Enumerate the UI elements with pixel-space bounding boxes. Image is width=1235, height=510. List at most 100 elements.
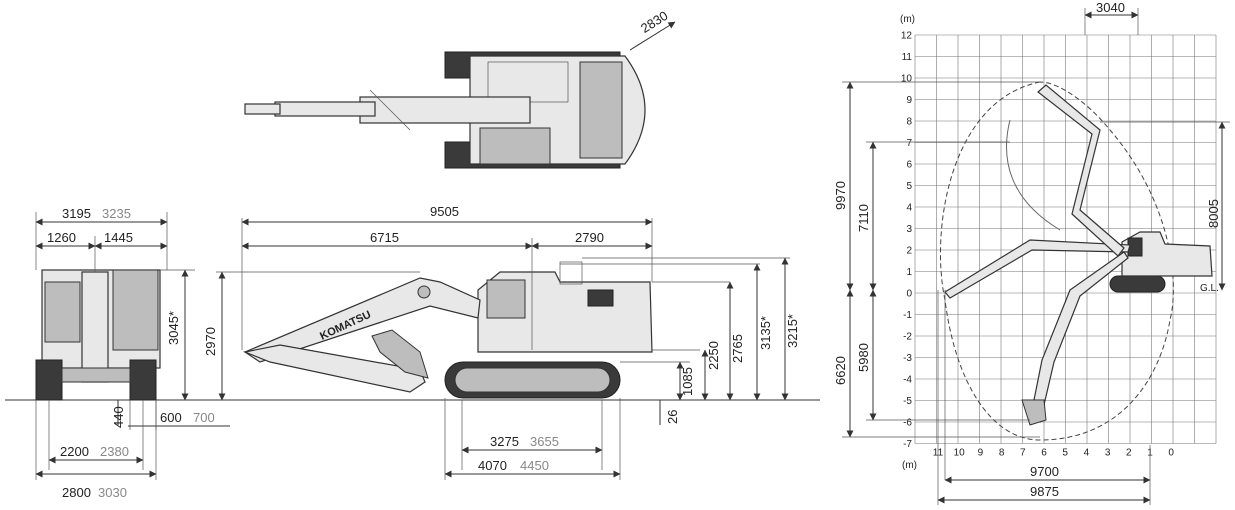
y-tick-label: -2	[903, 332, 912, 343]
y-tick-label: -4	[903, 375, 912, 386]
front-shoe-offset: 440	[111, 406, 126, 428]
x-tick-label: 6	[1041, 448, 1047, 459]
x-tick-label: 8	[999, 448, 1005, 459]
side-cab-height: 2765	[730, 334, 745, 363]
x-tick-label: 0	[1168, 448, 1174, 459]
x-tick-label: 7	[1020, 448, 1026, 459]
top-cylinder	[369, 89, 411, 131]
y-tick-label: -1	[903, 310, 912, 321]
side-height-2970: 2970	[203, 327, 218, 356]
x-tick-label: 3	[1105, 448, 1111, 459]
y-tick-label: -6	[903, 418, 912, 429]
front-counterweight	[44, 281, 81, 343]
y-tick-label: 3	[906, 224, 912, 235]
side-arm	[242, 344, 426, 393]
front-overall-width-alt: 3235	[102, 206, 131, 221]
side-view: KOMATSU 9505 6715 2790 2970 1085 2250 27…	[203, 204, 820, 480]
y-tick-label: 6	[906, 160, 912, 171]
working-range-unit-top: (m)	[900, 14, 915, 25]
wr-upper-structure	[1121, 231, 1213, 277]
front-undercarriage	[61, 367, 131, 383]
front-gauge: 2200	[60, 444, 89, 459]
top-swing-dim: 2830	[638, 8, 670, 36]
y-tick-label: 11	[902, 52, 913, 63]
wr-ground-label: G.L.	[1200, 283, 1219, 294]
x-tick-label: 10	[954, 448, 966, 459]
front-shoe-width-alt: 700	[193, 410, 215, 425]
x-tick-label: 9	[978, 448, 984, 459]
x-tick-label: 2	[1126, 448, 1132, 459]
side-height-3135: 3135*	[758, 316, 773, 350]
y-tick-label: -7	[903, 439, 912, 450]
y-tick-label: 4	[906, 203, 912, 214]
top-bucket	[244, 103, 281, 115]
front-track-width: 2800	[62, 485, 91, 500]
wr-left-dim-3: 6620	[833, 356, 848, 385]
top-view: 2830	[244, 8, 676, 169]
front-shoe-width: 600	[160, 410, 182, 425]
y-tick-label: 8	[906, 117, 912, 128]
front-track-right	[129, 359, 157, 401]
wr-boom-max-height	[1037, 84, 1125, 257]
y-tick-label: 9	[906, 95, 912, 106]
y-tick-label: 12	[901, 31, 913, 42]
y-tick-label: 5	[906, 181, 912, 192]
front-right-part: 1445	[104, 230, 133, 245]
side-handrail	[559, 261, 583, 285]
front-boom	[81, 271, 109, 383]
wr-bottom-dim-1: 9700	[1030, 464, 1059, 479]
y-tick-label: 1	[906, 267, 912, 278]
front-overall-width: 3195	[62, 206, 91, 221]
wr-top-dim: 3040	[1096, 0, 1125, 15]
wr-left-dim-4: 5980	[856, 343, 871, 372]
top-engine-cover	[579, 61, 623, 159]
wr-left-dim-2: 7110	[856, 204, 871, 232]
side-overall-length: 9505	[430, 204, 459, 219]
wr-left-dim-1: 9970	[833, 181, 848, 210]
side-front-length: 6715	[370, 230, 399, 245]
side-tail-length: 2790	[575, 230, 604, 245]
wr-bucket	[1021, 399, 1047, 426]
y-tick-label: 7	[906, 138, 912, 149]
side-cab-window	[486, 279, 526, 319]
side-track-frame	[454, 367, 611, 393]
y-tick-label: 10	[901, 74, 913, 85]
x-tick-label: 4	[1084, 448, 1090, 459]
top-arm	[274, 101, 376, 117]
side-height-3215: 3215*	[785, 314, 800, 348]
side-bucket	[371, 329, 429, 379]
front-gauge-alt: 2380	[100, 444, 129, 459]
side-clearance: 1085	[680, 367, 695, 396]
working-range-unit-bottom: (m)	[902, 460, 917, 471]
side-track-length: 4070	[478, 458, 507, 473]
y-tick-label: 0	[906, 289, 912, 300]
top-boom	[359, 96, 531, 124]
front-cab	[112, 269, 159, 351]
side-tumbler-distance: 3275	[490, 434, 519, 449]
side-engine-grill	[587, 289, 614, 307]
front-track-left	[35, 359, 63, 401]
y-tick-label: -3	[903, 353, 912, 364]
top-swing-dim-line	[629, 21, 676, 51]
front-left-part: 1260	[47, 230, 76, 245]
front-height: 3045*	[166, 311, 181, 345]
working-range-grid	[914, 34, 1217, 444]
side-boom-pin	[417, 285, 431, 299]
front-track-width-alt: 3030	[98, 485, 127, 500]
front-view: 3195 3235 1260 1445 3045* 440 600 700 22…	[5, 206, 240, 500]
wr-right-dim: 8005	[1206, 199, 1221, 228]
x-tick-label: 5	[1062, 448, 1068, 459]
wr-bottom-dim-2: 9875	[1030, 484, 1059, 499]
wr-cab	[1127, 237, 1143, 257]
top-cab	[479, 127, 551, 165]
side-grouser: 26	[665, 410, 680, 424]
side-track-length-alt: 4450	[520, 458, 549, 473]
y-tick-label: 2	[906, 246, 912, 257]
side-counterweight-height: 2250	[706, 341, 721, 370]
wr-track	[1109, 275, 1166, 293]
side-tumbler-distance-alt: 3655	[530, 434, 559, 449]
